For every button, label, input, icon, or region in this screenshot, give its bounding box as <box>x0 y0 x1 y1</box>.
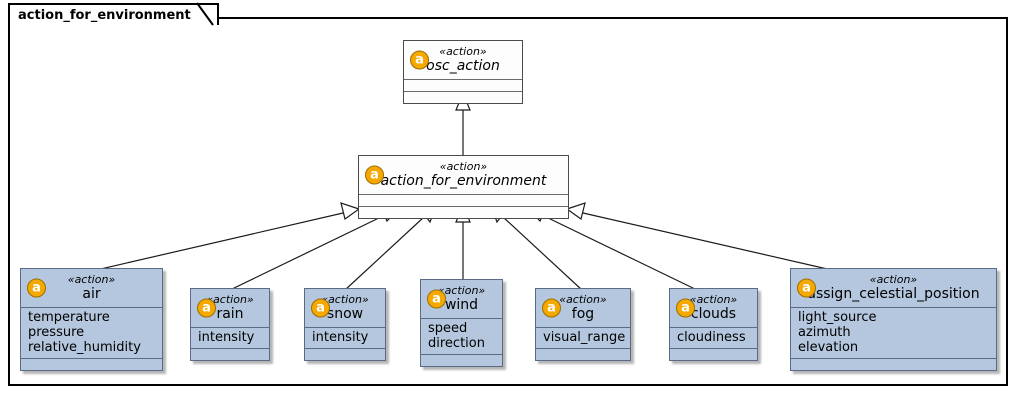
attribute: pressure <box>28 325 85 340</box>
class-snow[interactable]: a «action» snow intensity <box>304 288 386 361</box>
package-title: action_for_environment <box>8 3 219 25</box>
attribute: light_source <box>798 310 877 325</box>
class-stereotype: «action» <box>321 293 369 306</box>
class-stereotype: «action» <box>206 293 254 306</box>
methods-compartment <box>404 91 522 103</box>
class-name: action_for_environment <box>380 173 547 189</box>
action-icon: a <box>676 298 695 318</box>
class-header: a «action» osc_action <box>404 41 522 79</box>
class-header: a «action» fog <box>536 289 630 327</box>
attribute: intensity <box>198 330 255 345</box>
attribute: direction <box>428 336 485 351</box>
attributes-compartment: light_source azimuth elevation <box>791 307 996 358</box>
attributes-compartment: speed direction <box>421 318 502 354</box>
class-name: air <box>82 286 101 302</box>
class-stereotype: «action» <box>439 160 488 173</box>
class-rain[interactable]: a «action» rain intensity <box>190 288 270 361</box>
class-name: rain <box>216 306 244 322</box>
class-action_for_environment[interactable]: a «action» action_for_environment <box>358 155 569 219</box>
attributes-compartment: visual_range <box>536 327 630 348</box>
methods-compartment <box>191 348 269 360</box>
class-stereotype: «action» <box>689 293 738 306</box>
class-header: a «action» assign_celestial_position <box>791 269 996 307</box>
attributes-compartment: intensity <box>191 327 269 348</box>
class-name: fog <box>571 306 595 322</box>
action-icon: a <box>542 298 561 318</box>
action-icon: a <box>427 289 446 309</box>
action-icon: a <box>797 278 816 298</box>
class-header: a «action» clouds <box>670 289 757 327</box>
class-stereotype: «action» <box>559 293 607 306</box>
action-icon: a <box>311 298 330 318</box>
class-stereotype: «action» <box>869 273 918 286</box>
class-header: a «action» action_for_environment <box>359 156 568 194</box>
methods-compartment <box>670 348 757 360</box>
methods-compartment <box>305 348 385 360</box>
action-icon: a <box>365 165 384 185</box>
class-header: a «action» air <box>21 269 162 307</box>
attribute: intensity <box>312 330 369 345</box>
class-header: a «action» rain <box>191 289 269 327</box>
attributes-compartment <box>359 194 568 206</box>
class-name: clouds <box>690 306 737 322</box>
class-air[interactable]: a «action» air temperature pressure rela… <box>20 268 163 371</box>
attribute: temperature <box>28 310 110 325</box>
package-frame <box>8 17 1008 386</box>
attribute: speed <box>428 321 468 336</box>
methods-compartment <box>791 358 996 370</box>
methods-compartment <box>21 358 162 370</box>
class-name: assign_celestial_position <box>807 286 980 302</box>
attributes-compartment: temperature pressure relative_humidity <box>21 307 162 358</box>
attribute: cloudiness <box>677 330 746 345</box>
attribute: visual_range <box>543 330 626 345</box>
attribute: relative_humidity <box>28 340 141 355</box>
class-osc_action[interactable]: a «action» osc_action <box>403 40 523 104</box>
class-fog[interactable]: a «action» fog visual_range <box>535 288 631 361</box>
class-stereotype: «action» <box>437 284 486 297</box>
attributes-compartment: cloudiness <box>670 327 757 348</box>
methods-compartment <box>421 354 502 366</box>
class-clouds[interactable]: a «action» clouds cloudiness <box>669 288 758 361</box>
class-name: snow <box>326 306 364 322</box>
class-header: a «action» snow <box>305 289 385 327</box>
action-icon: a <box>27 278 46 298</box>
action-icon: a <box>197 298 216 318</box>
attribute: azimuth <box>798 325 851 340</box>
action-icon: a <box>410 50 429 70</box>
attributes-compartment: intensity <box>305 327 385 348</box>
attribute: elevation <box>798 340 859 355</box>
class-wind[interactable]: a «action» wind speed direction <box>420 279 503 367</box>
class-name: osc_action <box>426 58 500 74</box>
methods-compartment <box>536 348 630 360</box>
class-stereotype: «action» <box>439 45 487 58</box>
methods-compartment <box>359 206 568 218</box>
class-assign_celestial_position[interactable]: a «action» assign_celestial_position lig… <box>790 268 997 371</box>
class-stereotype: «action» <box>67 273 116 286</box>
attributes-compartment <box>404 79 522 91</box>
class-header: a «action» wind <box>421 280 502 318</box>
class-name: wind <box>444 297 479 313</box>
